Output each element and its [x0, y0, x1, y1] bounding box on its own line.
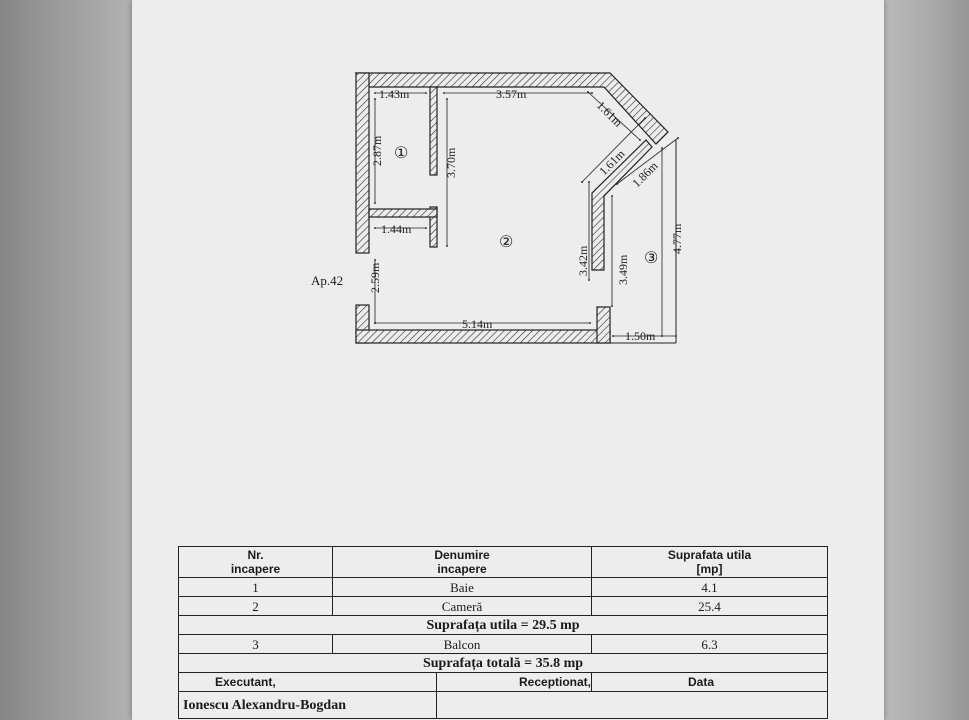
wall-bath-horizontal	[368, 208, 438, 218]
header-area: Suprafata utila [mp]	[591, 546, 829, 578]
row-area: 25.4	[591, 596, 829, 616]
row-nr: 3	[178, 634, 333, 654]
row-name: Balcon	[331, 634, 593, 654]
wall-left-upper	[355, 72, 370, 254]
background-right	[880, 0, 969, 720]
room-marker-2: ②	[499, 234, 513, 251]
row-nr: 2	[178, 596, 333, 616]
dim-1-50: 1.50m	[625, 329, 656, 343]
dimension-lines	[374, 91, 679, 337]
apartment-label: Ap.42	[311, 273, 343, 288]
room-marker-3: ③	[644, 250, 658, 267]
total-area: Suprafața totală = 35.8 mp	[177, 653, 829, 673]
room-markers: ① ② ③	[394, 145, 658, 267]
dim-2-87: 2.87m	[370, 135, 384, 166]
table-row: 1 Baie 4.1	[178, 577, 829, 597]
dim-1-43: 1.43m	[379, 87, 410, 101]
dim-1-44: 1.44m	[381, 222, 412, 236]
wall-bath-vertical-lower	[429, 206, 438, 248]
header-name: Denumire incapere	[331, 546, 593, 578]
wall-bath-vertical	[429, 86, 438, 176]
dim-5-14: 5.14m	[462, 317, 493, 331]
receptionat-label: Receptionat,	[435, 672, 593, 692]
row-name: Baie	[331, 577, 593, 597]
area-table: Nr. incapere Denumire incapere Suprafata…	[177, 546, 829, 719]
signature-row: Ionescu Alexandru-Bogdan	[178, 691, 829, 719]
data-label: Data	[591, 672, 829, 692]
receptionat-signature	[435, 691, 829, 719]
header-nr: Nr. incapere	[178, 546, 333, 578]
wall-top	[354, 72, 669, 145]
row-area: 6.3	[591, 634, 829, 654]
executant-name: Ionescu Alexandru-Bogdan	[178, 691, 437, 719]
summary-row: Suprafața utila = 29.5 mp	[177, 615, 829, 635]
dim-4-77: 4.77m	[670, 223, 684, 254]
dim-3-70: 3.70m	[444, 147, 458, 178]
summary-row: Suprafața totală = 35.8 mp	[177, 653, 829, 673]
background-left	[0, 0, 140, 720]
row-name: Cameră	[331, 596, 593, 616]
executant-label: Executant,	[178, 672, 437, 692]
dim-3-57: 3.57m	[496, 87, 527, 101]
dim-2-59: 2.59m	[368, 262, 382, 293]
table-row: 2 Cameră 25.4	[178, 596, 829, 616]
dim-3-42: 3.42m	[576, 245, 590, 276]
signature-header-row: Executant, Receptionat, Data	[178, 672, 829, 692]
table-row: 3 Balcon 6.3	[178, 634, 829, 654]
room-marker-1: ①	[394, 145, 408, 162]
useful-area-total: Suprafața utila = 29.5 mp	[177, 615, 829, 635]
walls	[354, 72, 669, 344]
wall-bottom-stub	[596, 306, 611, 344]
wall-bottom	[355, 329, 611, 344]
table-header-row: Nr. incapere Denumire incapere Suprafata…	[178, 546, 829, 578]
row-area: 4.1	[591, 577, 829, 597]
dim-3-49: 3.49m	[616, 254, 630, 285]
row-nr: 1	[178, 577, 333, 597]
